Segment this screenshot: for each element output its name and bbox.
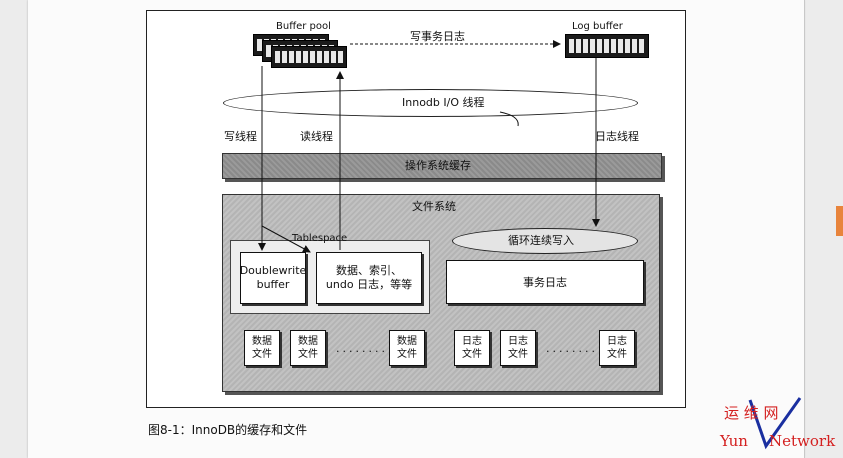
watermark-right: Network: [769, 432, 836, 450]
figure-caption: 图8-1：InnoDB的缓存和文件: [148, 423, 308, 437]
transaction-log-box: 事务日志: [446, 260, 644, 304]
os-cache-band: [222, 153, 662, 179]
doublewrite-line2: buffer: [256, 278, 290, 291]
io-thread-label: Innodb I/O 线程: [402, 96, 485, 109]
data-file-2: 数据文件: [290, 330, 326, 366]
log-thread-label: 日志线程: [595, 130, 639, 143]
read-thread-label: 读线程: [300, 130, 333, 143]
buffer-pool-label: Buffer pool: [276, 21, 331, 32]
log-files-ellipsis: ........: [546, 342, 598, 355]
data-file-2-line2: 文件: [298, 349, 318, 360]
arrow-doublewrite-to-data: [261, 225, 311, 253]
watermark-top: 运 维 网: [724, 404, 779, 422]
log-file-3-line2: 文件: [607, 349, 627, 360]
tablespace-label: Tablespace: [292, 233, 348, 244]
data-index-line2: undo 日志，等等: [325, 278, 413, 291]
log-file-2-line2: 文件: [508, 349, 528, 360]
data-file-2-line1: 数据: [298, 336, 318, 347]
log-file-3: 日志文件: [599, 330, 635, 366]
log-file-1-line1: 日志: [462, 336, 482, 347]
data-files-ellipsis: ........: [336, 342, 388, 355]
watermark-left: Yun: [720, 432, 748, 450]
page-edge-line: [804, 0, 805, 458]
log-file-2-line1: 日志: [508, 336, 528, 347]
file-system-label: 文件系统: [412, 200, 456, 213]
circular-write-label: 循环连续写入: [508, 234, 574, 247]
os-cache-label: 操作系统缓存: [405, 159, 471, 172]
data-file-3: 数据文件: [389, 330, 425, 366]
data-file-3-line2: 文件: [397, 349, 417, 360]
log-file-2: 日志文件: [500, 330, 536, 366]
side-scroll-tab[interactable]: [836, 206, 843, 236]
io-ellipse-hook: [499, 111, 519, 127]
write-thread-label: 写线程: [224, 130, 257, 143]
left-gutter: [0, 0, 28, 458]
doublewrite-buffer-doc: Doublewrite buffer: [240, 252, 306, 304]
io-thread-ellipse: [223, 89, 638, 117]
buffer-pool-memory-3: [271, 46, 347, 68]
data-file-1-line1: 数据: [252, 336, 272, 347]
circular-write-ellipse: [452, 228, 638, 254]
data-file-3-line1: 数据: [397, 336, 417, 347]
log-file-3-line1: 日志: [607, 336, 627, 347]
write-transaction-log-label: 写事务日志: [410, 30, 465, 43]
log-file-1: 日志文件: [454, 330, 490, 366]
watermark-logo: [748, 397, 802, 450]
data-file-1: 数据文件: [244, 330, 280, 366]
log-file-1-line2: 文件: [462, 349, 482, 360]
log-buffer-memory: [565, 34, 649, 58]
doublewrite-line1: Doublewrite: [239, 264, 307, 277]
data-index-undo-doc: 数据、索引、 undo 日志，等等: [316, 252, 422, 304]
data-index-line1: 数据、索引、: [336, 264, 402, 277]
data-file-1-line2: 文件: [252, 349, 272, 360]
log-buffer-label: Log buffer: [572, 21, 623, 32]
